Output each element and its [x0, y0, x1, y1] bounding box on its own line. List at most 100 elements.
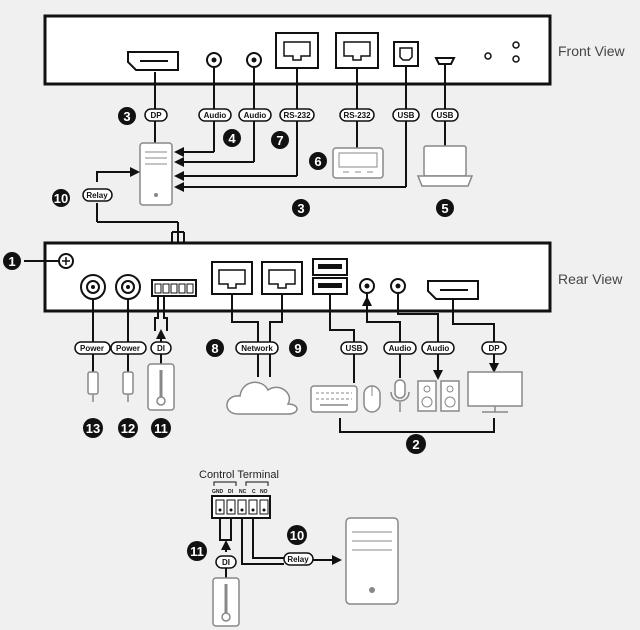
callout-front-laptop: 5 — [436, 199, 454, 217]
rear-power-jack-1 — [80, 274, 106, 300]
ground-screw — [24, 253, 74, 269]
svg-text:Audio: Audio — [389, 344, 412, 353]
rear-usb-a-ports — [312, 258, 348, 295]
front-wires — [154, 64, 446, 192]
power-plug-1 — [87, 371, 99, 402]
svg-text:RS-232: RS-232 — [283, 111, 311, 120]
rear-tag-di: DI — [150, 341, 172, 355]
callout-rear-network-b: 9 — [289, 339, 307, 357]
callout-front-rs232: 7 — [271, 131, 289, 149]
callout-rear-power-1: 13 — [83, 418, 103, 438]
svg-text:Audio: Audio — [244, 111, 267, 120]
callout-ct-di: 11 — [187, 541, 207, 561]
svg-text:Relay: Relay — [287, 555, 309, 564]
power-plug-2 — [122, 371, 134, 402]
mouse — [363, 385, 381, 413]
rear-tag-power-1: Power — [74, 341, 111, 355]
front-tag-usb-1: USB — [392, 108, 420, 122]
svg-text:USB: USB — [398, 111, 415, 120]
speakers — [417, 380, 460, 412]
control-terminal-block — [211, 495, 271, 519]
control-terminal-bracket — [213, 481, 269, 486]
rear-tag-network: Network — [235, 341, 279, 355]
rear-dp-port — [427, 280, 479, 300]
callout-front-relay: 10 — [52, 189, 70, 207]
svg-text:7: 7 — [276, 133, 283, 148]
front-micro-usb-port — [434, 57, 456, 65]
svg-text:3: 3 — [123, 109, 130, 124]
svg-text:3: 3 — [297, 201, 304, 216]
rear-tag-audio-1: Audio — [383, 341, 417, 355]
front-led-3 — [512, 55, 520, 63]
svg-text:DI: DI — [157, 344, 165, 353]
front-rs232-port-1 — [275, 32, 319, 69]
svg-text:12: 12 — [121, 421, 135, 436]
rear-tag-dp: DP — [481, 341, 507, 355]
callout-rear-ground: 1 — [3, 252, 21, 270]
svg-text:13: 13 — [86, 421, 100, 436]
thermometer-control — [212, 577, 240, 627]
svg-text:10: 10 — [54, 191, 68, 206]
svg-text:Power: Power — [116, 344, 140, 353]
svg-text:Power: Power — [80, 344, 104, 353]
front-usb-b-port — [393, 41, 419, 67]
front-dp-port — [127, 51, 179, 71]
front-tag-audio-2: Audio — [238, 108, 272, 122]
callout-rear-peripherals: 2 — [406, 434, 426, 454]
ct-tag-relay: Relay — [283, 552, 314, 566]
front-rs232-port-2 — [335, 32, 379, 69]
callout-front-dp: 3 — [118, 107, 136, 125]
control-terminal-title: Control Terminal — [199, 469, 279, 481]
front-view-label: Front View — [558, 43, 626, 59]
svg-text:9: 9 — [294, 341, 301, 356]
svg-text:2: 2 — [412, 437, 419, 452]
svg-text:RS-232: RS-232 — [343, 111, 371, 120]
callout-rear-power-2: 12 — [118, 418, 138, 438]
rear-tag-usb: USB — [340, 341, 368, 355]
front-tag-audio-1: Audio — [198, 108, 232, 122]
callout-front-audio: 4 — [223, 129, 241, 147]
svg-text:11: 11 — [154, 421, 168, 436]
front-tag-rs232-2: RS-232 — [339, 108, 375, 122]
thermometer-rear — [147, 363, 175, 411]
network-cloud — [226, 381, 298, 415]
callout-front-usb-pc: 3 — [292, 199, 310, 217]
svg-text:Relay: Relay — [86, 191, 108, 200]
rear-wires — [92, 294, 499, 433]
svg-text:DP: DP — [150, 111, 162, 120]
front-led-2 — [512, 41, 520, 49]
front-audio-jack-1 — [206, 52, 222, 68]
ct-pin-gnd: GND — [212, 489, 224, 495]
rear-rj45-port-1 — [211, 261, 253, 295]
callout-rear-network-a: 8 — [206, 339, 224, 357]
svg-text:Audio: Audio — [204, 111, 227, 120]
svg-text:11: 11 — [190, 544, 204, 559]
ct-pin-nc: NC — [239, 489, 247, 495]
svg-text:10: 10 — [290, 528, 304, 543]
ct-pin-c: C — [252, 489, 256, 495]
svg-text:Network: Network — [241, 344, 273, 353]
keyboard — [310, 385, 358, 413]
svg-text:Audio: Audio — [427, 344, 450, 353]
svg-text:5: 5 — [441, 201, 448, 216]
rear-terminal-block — [151, 279, 197, 297]
front-tag-usb-2: USB — [431, 108, 459, 122]
rear-power-jack-2 — [115, 274, 141, 300]
svg-text:DI: DI — [222, 558, 230, 567]
rear-audio-jack-1 — [359, 278, 375, 294]
svg-text:USB: USB — [346, 344, 363, 353]
rear-tag-audio-2: Audio — [421, 341, 455, 355]
svg-text:8: 8 — [211, 341, 218, 356]
pc-tower-front — [139, 142, 173, 206]
callout-ct-relay: 10 — [287, 525, 307, 545]
control-terminal-wires — [219, 518, 342, 578]
front-tag-relay: Relay — [82, 188, 113, 202]
front-audio-jack-2 — [246, 52, 262, 68]
pc-tower-control — [345, 517, 399, 605]
callout-front-serial-device: 6 — [309, 152, 327, 170]
svg-text:4: 4 — [228, 131, 236, 146]
rear-audio-jack-2 — [390, 278, 406, 294]
serial-device — [332, 147, 384, 179]
